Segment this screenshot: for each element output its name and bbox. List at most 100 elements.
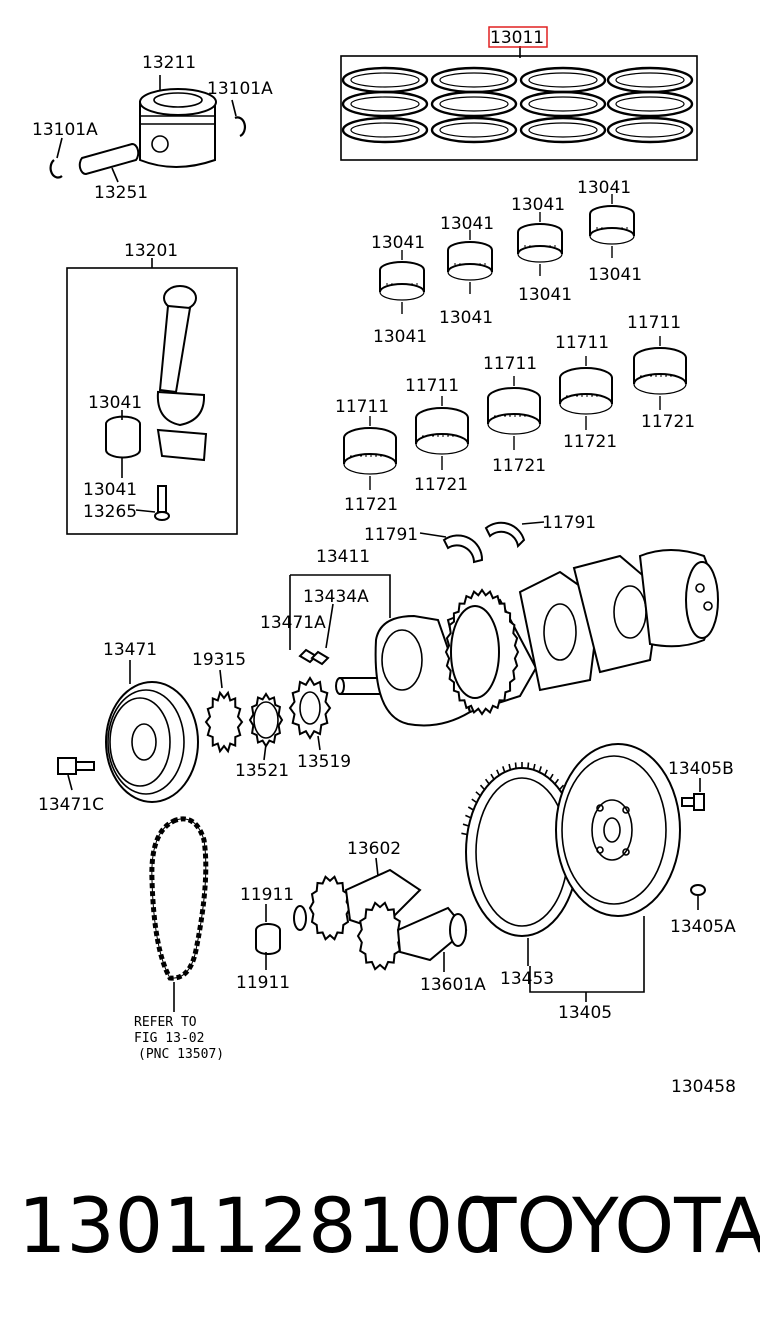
label-piston-ring-set: 13011 (490, 28, 544, 48)
bearing-edge (559, 403, 613, 415)
label-main-bearing-m1-bottom: 11721 (344, 495, 398, 515)
piston-ring-inner (615, 96, 685, 112)
label-bearing-b4-top: 13041 (577, 178, 631, 198)
label-refer-line1: REFER TO (134, 1015, 197, 1030)
piston-ring (341, 90, 429, 118)
bearing-edge (589, 235, 635, 245)
label-pulley-bolt: 13471C (38, 795, 104, 815)
label-refer-line3: (PNC 13507) (138, 1047, 224, 1062)
label-crank-key-group: 13434A (303, 587, 369, 607)
rod-bearing-2 (447, 241, 493, 281)
label-thrust-washer-right: 11791 (542, 513, 596, 533)
balance-bearing (255, 904, 281, 970)
crank-pulley (105, 660, 199, 803)
bearing-shell (589, 205, 635, 237)
label-flywheel-plug: 13405A (670, 917, 736, 937)
piston-ring (430, 116, 518, 144)
highlight-box (488, 26, 548, 48)
label-sensor-plate: 19315 (192, 650, 246, 670)
label-ring-gear: 13453 (500, 969, 554, 989)
piston-ring (519, 66, 607, 94)
label-bearing-b3-bottom: 13041 (518, 285, 572, 305)
sensor-plate (204, 669, 244, 754)
label-refer-line2: FIG 13-02 (134, 1031, 204, 1046)
snap-ring-right (231, 99, 247, 137)
timing-sprocket (288, 676, 332, 751)
label-conrod-assembly: 13201 (124, 241, 178, 261)
oil-pump-gear (248, 692, 284, 761)
piston-ring (606, 90, 694, 118)
label-main-bearing-m5-bottom: 11721 (641, 412, 695, 432)
bearing-shell (487, 387, 541, 425)
label-bearing-b1-bottom: 13041 (373, 327, 427, 347)
label-main-bearing-m4-top: 11711 (555, 333, 609, 353)
label-thrust-washer-left: 11791 (364, 525, 418, 545)
label-main-bearing-m2-top: 11711 (405, 376, 459, 396)
label-balance-bearing-bottom: 11911 (236, 973, 290, 993)
label-crank-pulley: 13471 (103, 640, 157, 660)
label-main-bearing-m3-bottom: 11721 (492, 456, 546, 476)
main-bearing-2 (415, 407, 469, 455)
rod-bearing-4 (589, 205, 635, 245)
bearing-edge (415, 443, 469, 455)
rod-bearing-1 (379, 261, 425, 301)
piston-ring (606, 66, 694, 94)
rod-bearing-group (379, 194, 635, 314)
label-timing-sprocket: 13519 (297, 752, 351, 772)
label-crank-key: 13471A (260, 613, 326, 633)
label-conrod-bearing-lower: 13041 (83, 480, 137, 500)
piston (139, 75, 217, 168)
flywheel-plug (690, 884, 706, 910)
bearing-edge (379, 291, 425, 301)
label-main-bearing-m5-top: 11711 (627, 313, 681, 333)
bearing-edge (517, 253, 563, 263)
main-bearing-5 (633, 347, 687, 395)
main-bearing-group (343, 336, 687, 490)
piston-ring-inner (615, 72, 685, 88)
bearing-shell (633, 347, 687, 385)
piston-ring (606, 116, 694, 144)
piston-ring-inner (528, 122, 598, 138)
piston-ring-inner (439, 72, 509, 88)
thrust-washer-right (484, 521, 545, 549)
piston-ring-inner (528, 96, 598, 112)
label-conrod-bearing-upper: 13041 (88, 393, 142, 413)
bearing-edge (447, 271, 493, 281)
piston-ring (341, 66, 429, 94)
piston-ring-inner (350, 122, 420, 138)
label-main-bearing-m1-top: 11711 (335, 397, 389, 417)
piston-ring (519, 90, 607, 118)
bearing-shell (379, 261, 425, 293)
piston-ring-set (340, 46, 698, 161)
part-number: 1301128100 (18, 1181, 502, 1270)
label-bearing-b4-bottom: 13041 (588, 265, 642, 285)
bearing-edge (343, 463, 397, 475)
label-crankshaft-assembly: 13411 (316, 547, 370, 567)
main-bearing-3 (487, 387, 541, 435)
piston-ring (519, 116, 607, 144)
piston-pin (78, 143, 140, 183)
thrust-washer-left (419, 532, 484, 564)
label-bearing-b1-top: 13041 (371, 233, 425, 253)
bearing-shell (415, 407, 469, 445)
label-main-bearing-m3-top: 11711 (483, 354, 537, 374)
flywheel-bolt (681, 778, 705, 811)
bearing-shell (559, 367, 613, 405)
main-bearing-1 (343, 427, 397, 475)
piston-ring-inner (615, 122, 685, 138)
brand-name: TOYOTA (470, 1181, 760, 1270)
label-balance-shaft: 13601A (420, 975, 486, 995)
label-balance-bearing-top: 11911 (240, 885, 294, 905)
label-snap-ring-right: 13101A (207, 79, 273, 99)
bearing-shell (447, 241, 493, 273)
piston-ring-inner (350, 96, 420, 112)
label-balance-shaft-assy: 13602 (347, 839, 401, 859)
piston-ring-inner (350, 72, 420, 88)
bearing-edge (633, 383, 687, 395)
label-oil-pump-gear: 13521 (235, 761, 289, 781)
label-main-bearing-m4-bottom: 11721 (563, 432, 617, 452)
label-bearing-b2-top: 13041 (440, 214, 494, 234)
bearing-shell (343, 427, 397, 465)
main-bearing-4 (559, 367, 613, 415)
rod-bearing-3 (517, 223, 563, 263)
